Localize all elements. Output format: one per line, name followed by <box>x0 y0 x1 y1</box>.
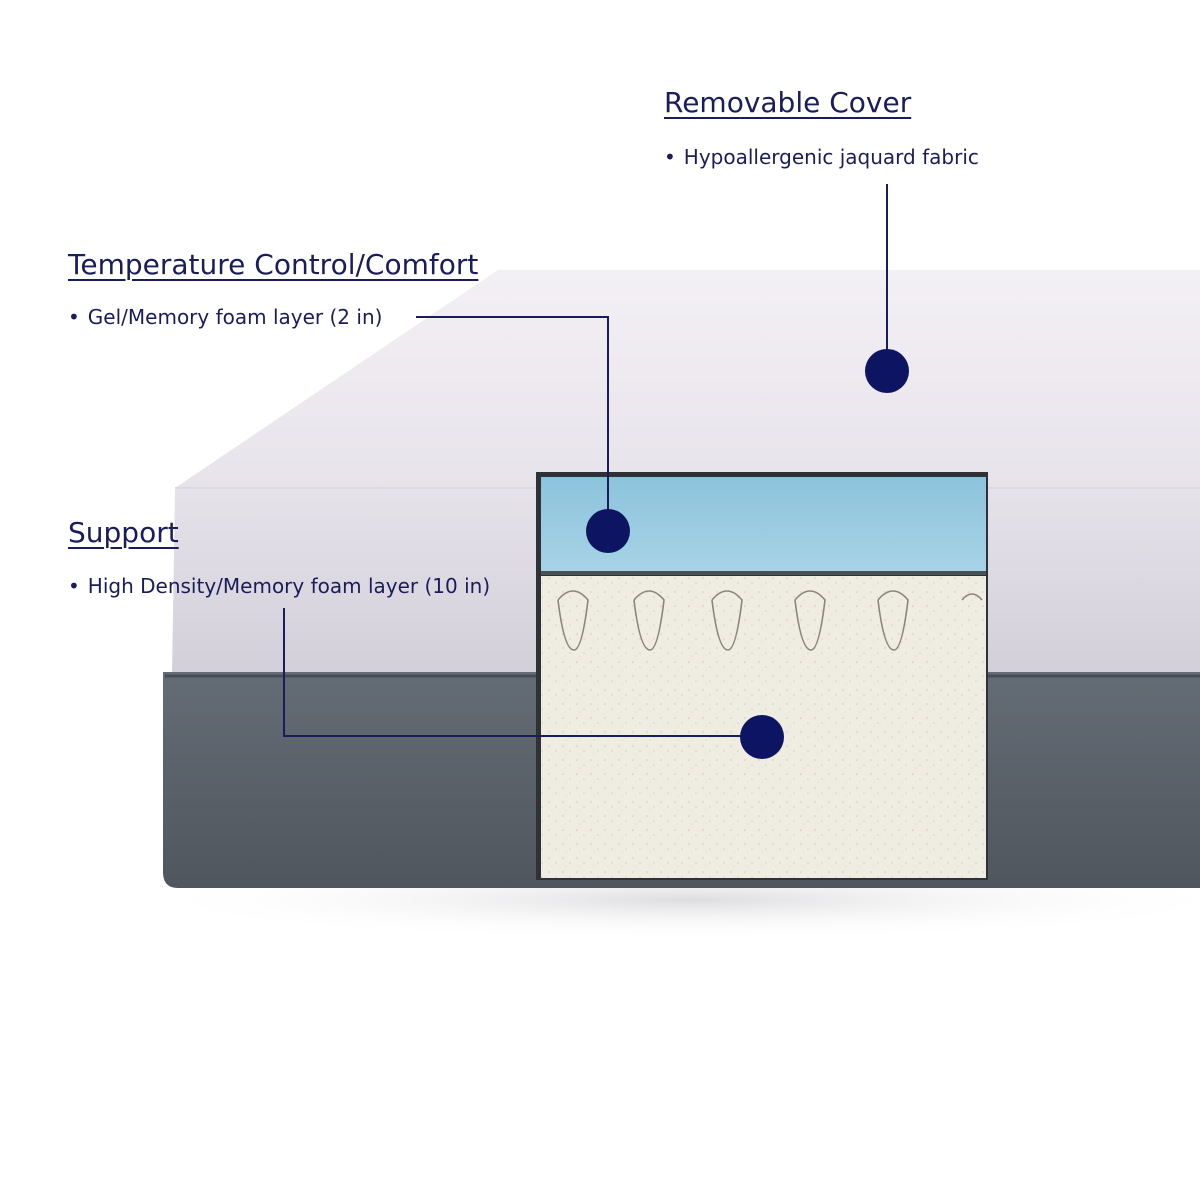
support-heading: Support <box>68 516 179 550</box>
comfort-heading: Temperature Control/Comfort <box>68 248 478 282</box>
bullet-dot-icon: • <box>68 573 80 599</box>
support-bullet-text: High Density/Memory foam layer (10 in) <box>88 574 490 598</box>
bullet-dot-icon: • <box>664 144 676 170</box>
cover-heading: Removable Cover <box>664 86 911 120</box>
comfort-bullet-text: Gel/Memory foam layer (2 in) <box>88 305 383 329</box>
comfort-bullet: • Gel/Memory foam layer (2 in) <box>68 304 382 330</box>
bullet-dot-icon: • <box>68 304 80 330</box>
cover-bullet: • Hypoallergenic jaquard fabric <box>664 144 979 170</box>
cover-marker-icon <box>865 349 909 393</box>
comfort-marker-icon <box>586 509 630 553</box>
support-bullet: • High Density/Memory foam layer (10 in) <box>68 573 490 599</box>
cover-bullet-text: Hypoallergenic jaquard fabric <box>684 145 979 169</box>
cover-top-surface <box>175 270 1200 488</box>
support-marker-icon <box>740 715 784 759</box>
